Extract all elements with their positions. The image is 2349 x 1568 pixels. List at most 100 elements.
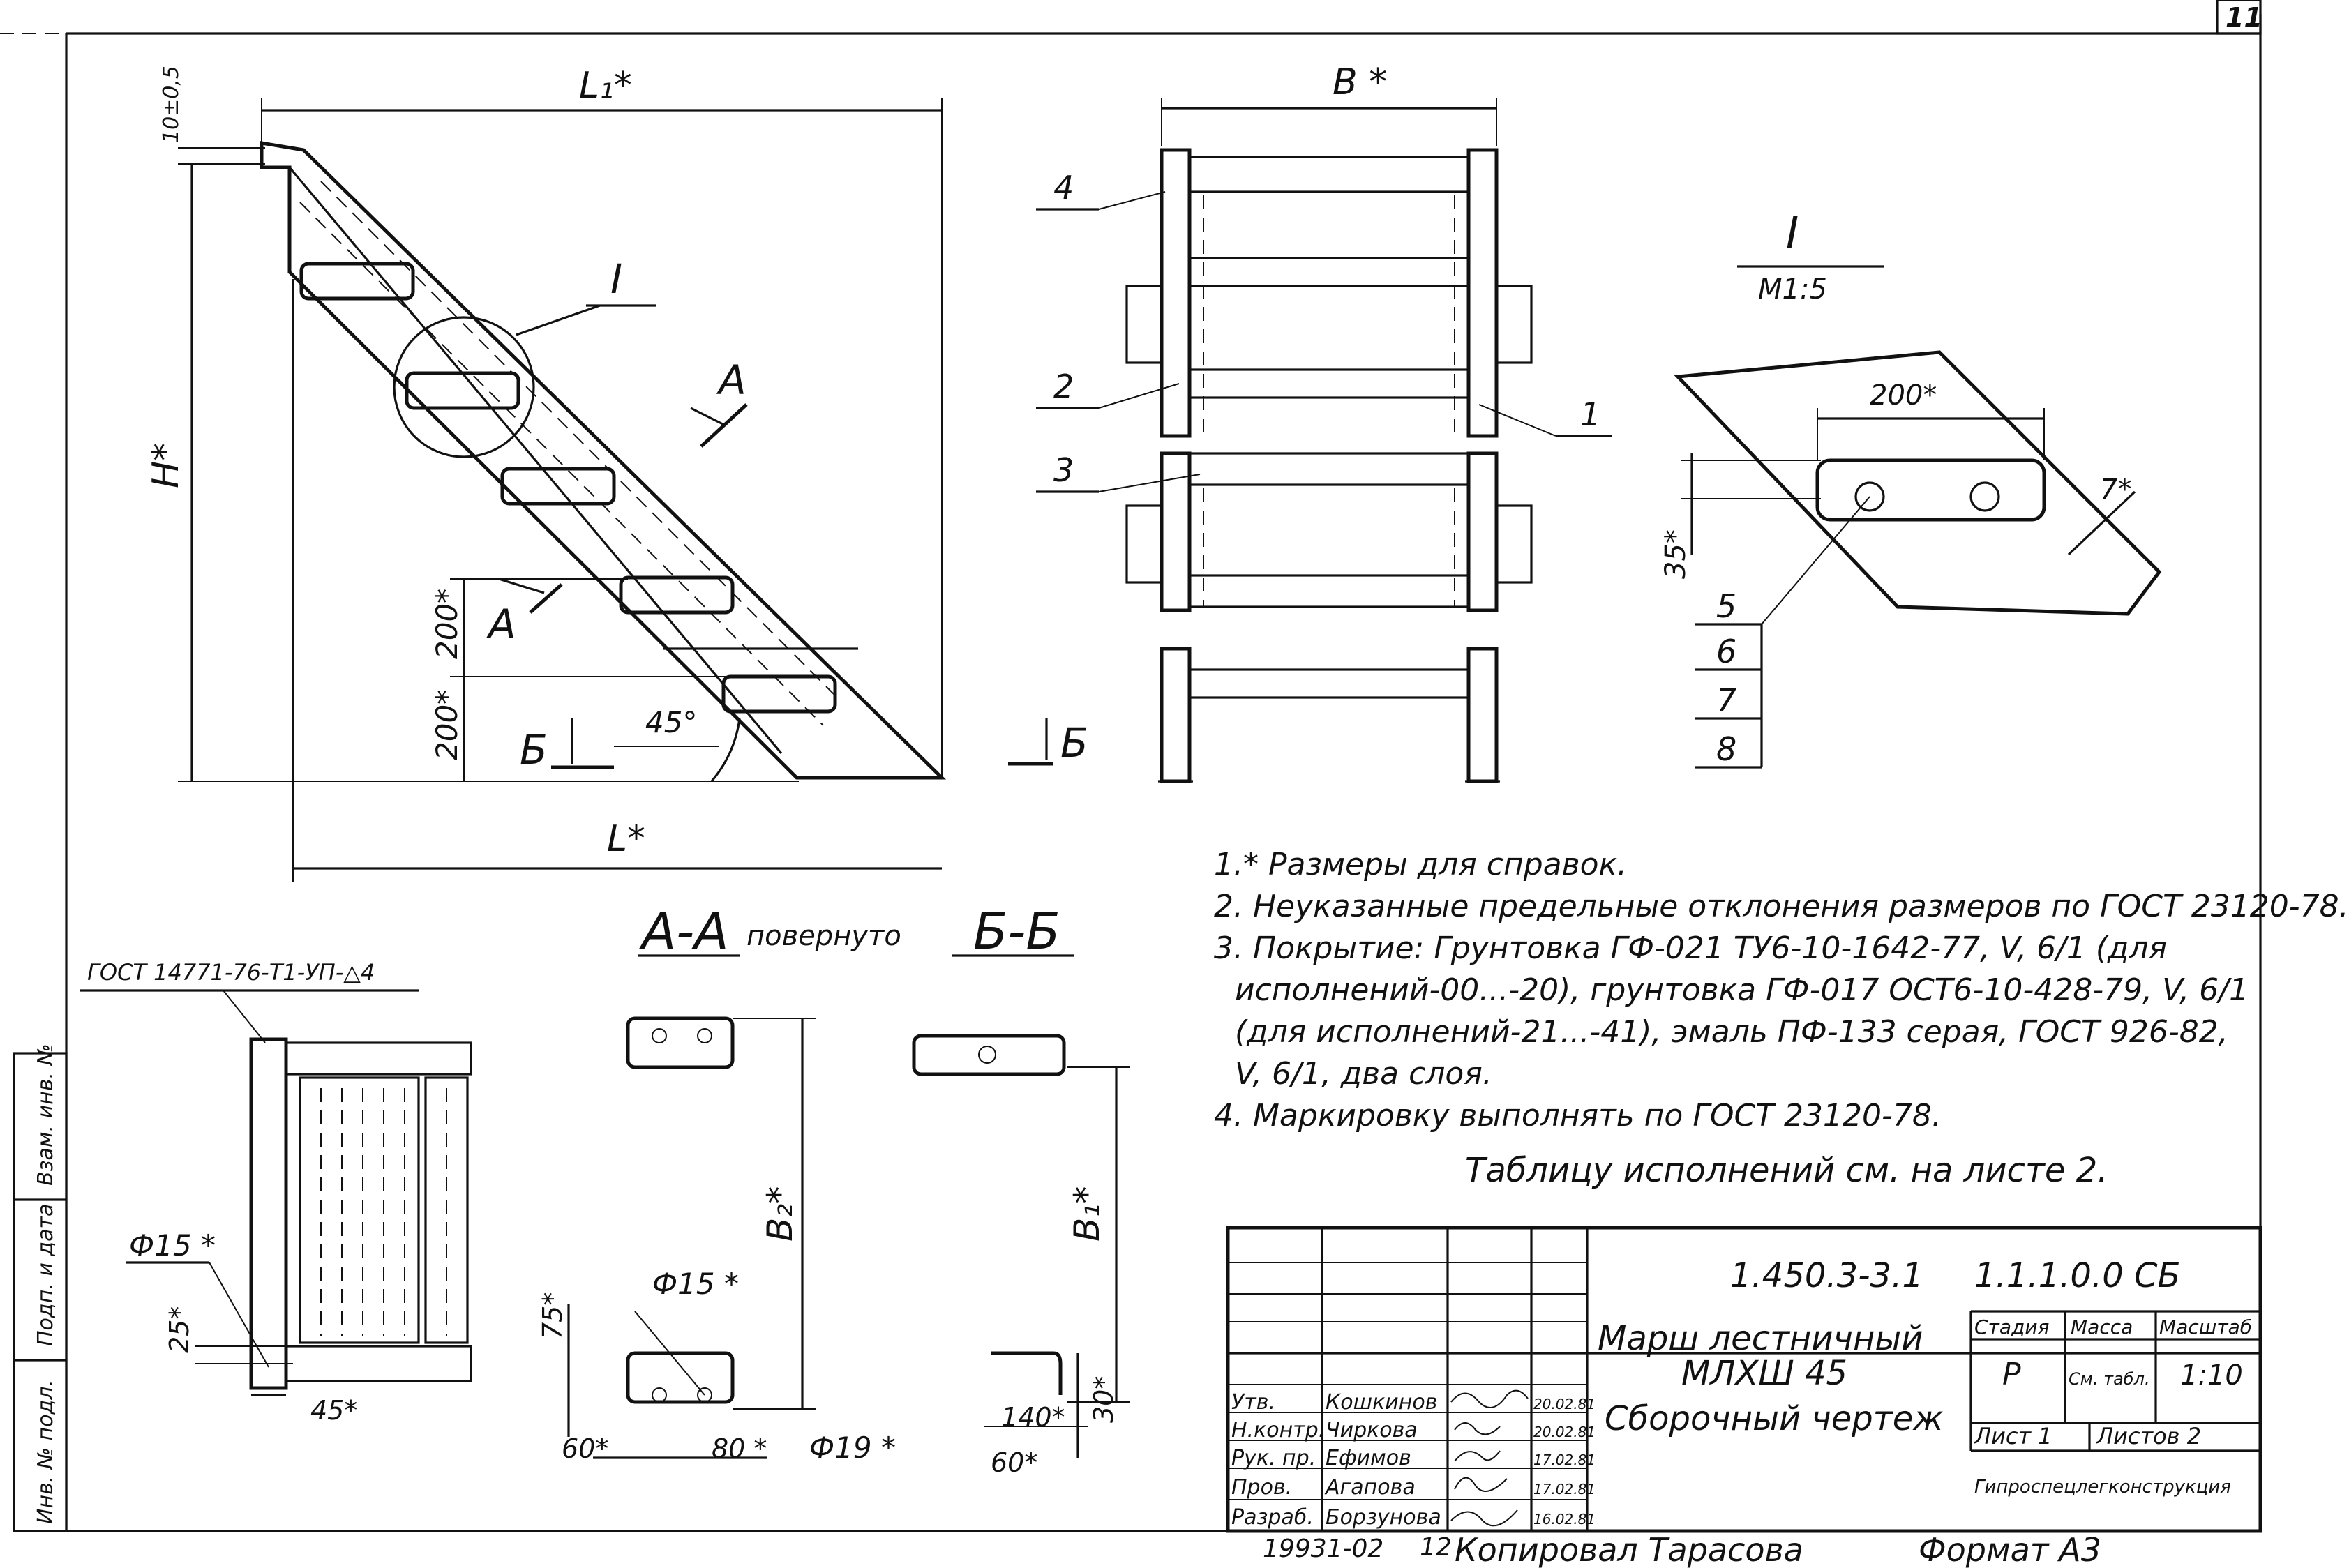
callout-4: 4 — [1053, 169, 1074, 206]
sig-date-4: 16.02.81 — [1533, 1511, 1596, 1528]
sig-name-0: Кошкинов — [1326, 1390, 1437, 1415]
note-3: 3. Покрытие: Грунтовка ГФ-021 ТУ6-10-164… — [1214, 930, 2168, 966]
section-B-front: Б — [1060, 719, 1088, 767]
detail-I: I M1:5 200* 35* 7* 5 6 7 8 — [1660, 207, 2162, 769]
hole-right — [1969, 481, 2000, 512]
angle-label: 45° — [645, 705, 697, 739]
weld-note: ГОСТ 14771-76-Т1-УП-△4 — [87, 959, 375, 986]
signature-scribbles — [1450, 1389, 1529, 1527]
stage-value: Р — [2002, 1357, 2021, 1392]
front-view: B * 4 2 3 1 — [1008, 61, 1612, 783]
detail-dim-7: 7* — [2100, 474, 2131, 506]
mass-value: См. табл. — [2069, 1369, 2150, 1389]
scale-header: Масштаб — [2159, 1316, 2252, 1339]
name-line-2: МЛХШ 45 — [1681, 1354, 1847, 1393]
general-notes: 1.* Размеры для справок. 2. Неуказанные … — [1214, 844, 2349, 1137]
sig-name-2: Ефимов — [1326, 1446, 1411, 1470]
sheet-frame: 11 — [0, 0, 2262, 1532]
AA-dim-25: 25* — [164, 1306, 195, 1353]
note-3-cont-3: V, 6/1, два слоя. — [1235, 1056, 1492, 1092]
note-4: 4. Маркировку выполнять по ГОСТ 23120-78… — [1214, 1098, 1942, 1133]
AA-dim-45: 45* — [310, 1395, 357, 1426]
BB-dim-60: 60* — [562, 1433, 608, 1464]
sig-role-4: Разраб. — [1231, 1505, 1314, 1530]
BB-dim-B2: B₂* — [760, 1186, 800, 1242]
sig-role-0: Утв. — [1231, 1390, 1275, 1415]
dim-top: 10±0,5 — [159, 66, 183, 143]
stamp-label-2: Подп. и дата — [33, 1204, 58, 1346]
section-BB: Б-Б B₂* 75* Ф15 * 60* 80 * Ф19 * B₁* 140… — [537, 902, 1130, 1478]
note-2: 2. Неуказанные предельные отклонения раз… — [1214, 889, 2349, 924]
dim-L: L* — [607, 818, 645, 860]
main-view: I L₁* L* H* 10±0,5 200* 200* 45° A A — [145, 65, 947, 882]
BB-dim-B1: B₁* — [1067, 1186, 1107, 1242]
table-reference-note: Таблицу исполнений см. на листе 2. — [1465, 1151, 2108, 1190]
sig-date-3: 17.02.81 — [1533, 1481, 1596, 1498]
format-label: Формат А3 — [1919, 1531, 2101, 1568]
sig-role-3: Пров. — [1231, 1475, 1292, 1500]
section-A-upper: A — [716, 356, 746, 404]
hole-left — [1854, 481, 1885, 512]
BB-dim-30: 30* — [1088, 1376, 1119, 1423]
BB-dim-140: 140* — [1001, 1402, 1065, 1433]
detail-dim-35: 35* — [1660, 529, 1692, 579]
drawing-sheet: 11 Взам. инв. № Подп. и дата Инв. № подл… — [0, 0, 2262, 1568]
callout-3: 3 — [1053, 451, 1074, 489]
section-AA-subtitle: повернуто — [746, 920, 901, 952]
inventory-number: 19931-02 — [1263, 1535, 1383, 1563]
sig-date-0: 20.02.81 — [1533, 1396, 1596, 1412]
title-block: 1.450.3-3.1 1.1.1.0.0 СБ Марш лестничный… — [1226, 1226, 2262, 1533]
sig-name-4: Борзунова — [1326, 1505, 1441, 1530]
BB-dim-75: 75* — [537, 1292, 568, 1339]
callout-1: 1 — [1580, 395, 1600, 433]
position-7: 7 — [1716, 681, 1736, 719]
dim-B: B * — [1333, 61, 1387, 103]
grating-pattern — [320, 1088, 447, 1336]
sig-role-2: Рук. пр. — [1231, 1446, 1316, 1470]
organization: Гипроспецлегконструкция — [1974, 1477, 2231, 1498]
section-B-main: Б — [520, 726, 548, 774]
dim-200-a: 200* — [430, 589, 464, 659]
dim-200-b: 200* — [430, 690, 464, 760]
name-line-3: Сборочный чертеж — [1605, 1399, 1944, 1438]
BB-dim-80: 80 * — [712, 1433, 767, 1464]
stage-header: Стадия — [1974, 1316, 2049, 1339]
bottom-strip: 19931-02 12 Копировал Тарасова Формат А3 — [1263, 1531, 2101, 1568]
doc-code: 1.450.3-3.1 — [1730, 1256, 1923, 1295]
BB-dim-phi19: Ф19 * — [809, 1431, 896, 1465]
sheets-label: Листов 2 — [2096, 1423, 2201, 1449]
page-number: 11 — [2226, 2, 2262, 33]
mass-header: Масса — [2071, 1316, 2133, 1339]
sig-name-3: Агапова — [1324, 1475, 1416, 1500]
stamp-label-3: Инв. № подл. — [33, 1380, 58, 1524]
section-AA: A-A повернуто ГОСТ 14771-76-Т1-УП-△4 Ф15… — [80, 902, 901, 1426]
position-5: 5 — [1716, 587, 1736, 625]
detail-dim-200: 200* — [1870, 379, 1937, 412]
section-AA-title: A-A — [639, 902, 729, 960]
detail-callout: I — [610, 255, 622, 303]
AA-dim-phi15: Ф15 * — [129, 1228, 216, 1262]
position-8: 8 — [1716, 730, 1736, 768]
sig-date-1: 20.02.81 — [1533, 1424, 1596, 1440]
name-line-1: Марш лестничный — [1598, 1319, 1923, 1358]
detail-title: I — [1786, 207, 1799, 258]
sig-name-1: Чиркова — [1326, 1418, 1418, 1442]
position-6: 6 — [1716, 633, 1736, 670]
note-1: 1.* Размеры для справок. — [1214, 847, 1628, 882]
main-treads — [299, 262, 858, 714]
sheet-label: Лист 1 — [1974, 1423, 2052, 1449]
note-3-cont-2: (для исполнений-21...-41), эмаль ПФ-133 … — [1235, 1014, 2228, 1050]
section-A-lower: A — [486, 601, 516, 648]
dim-H: H* — [145, 443, 187, 488]
stamp-label-1: Взам. инв. № — [33, 1043, 58, 1186]
note-3-cont-1: исполнений-00...-20), грунтовка ГФ-017 О… — [1235, 972, 2249, 1008]
copied-by: Копировал Тарасова — [1455, 1531, 1803, 1568]
section-BB-title: Б-Б — [973, 902, 1060, 960]
dim-L1: L₁* — [579, 65, 632, 107]
side-stamp: Взам. инв. № Подп. и дата Инв. № подл. — [13, 1043, 68, 1532]
BB-dim-phi15: Ф15 * — [652, 1267, 739, 1301]
sig-date-2: 17.02.81 — [1533, 1452, 1596, 1468]
doc-number: 1.1.1.0.0 СБ — [1974, 1256, 2180, 1295]
sig-role-1: Н.контр. — [1231, 1418, 1325, 1442]
inventory-suffix: 12 — [1420, 1533, 1452, 1562]
